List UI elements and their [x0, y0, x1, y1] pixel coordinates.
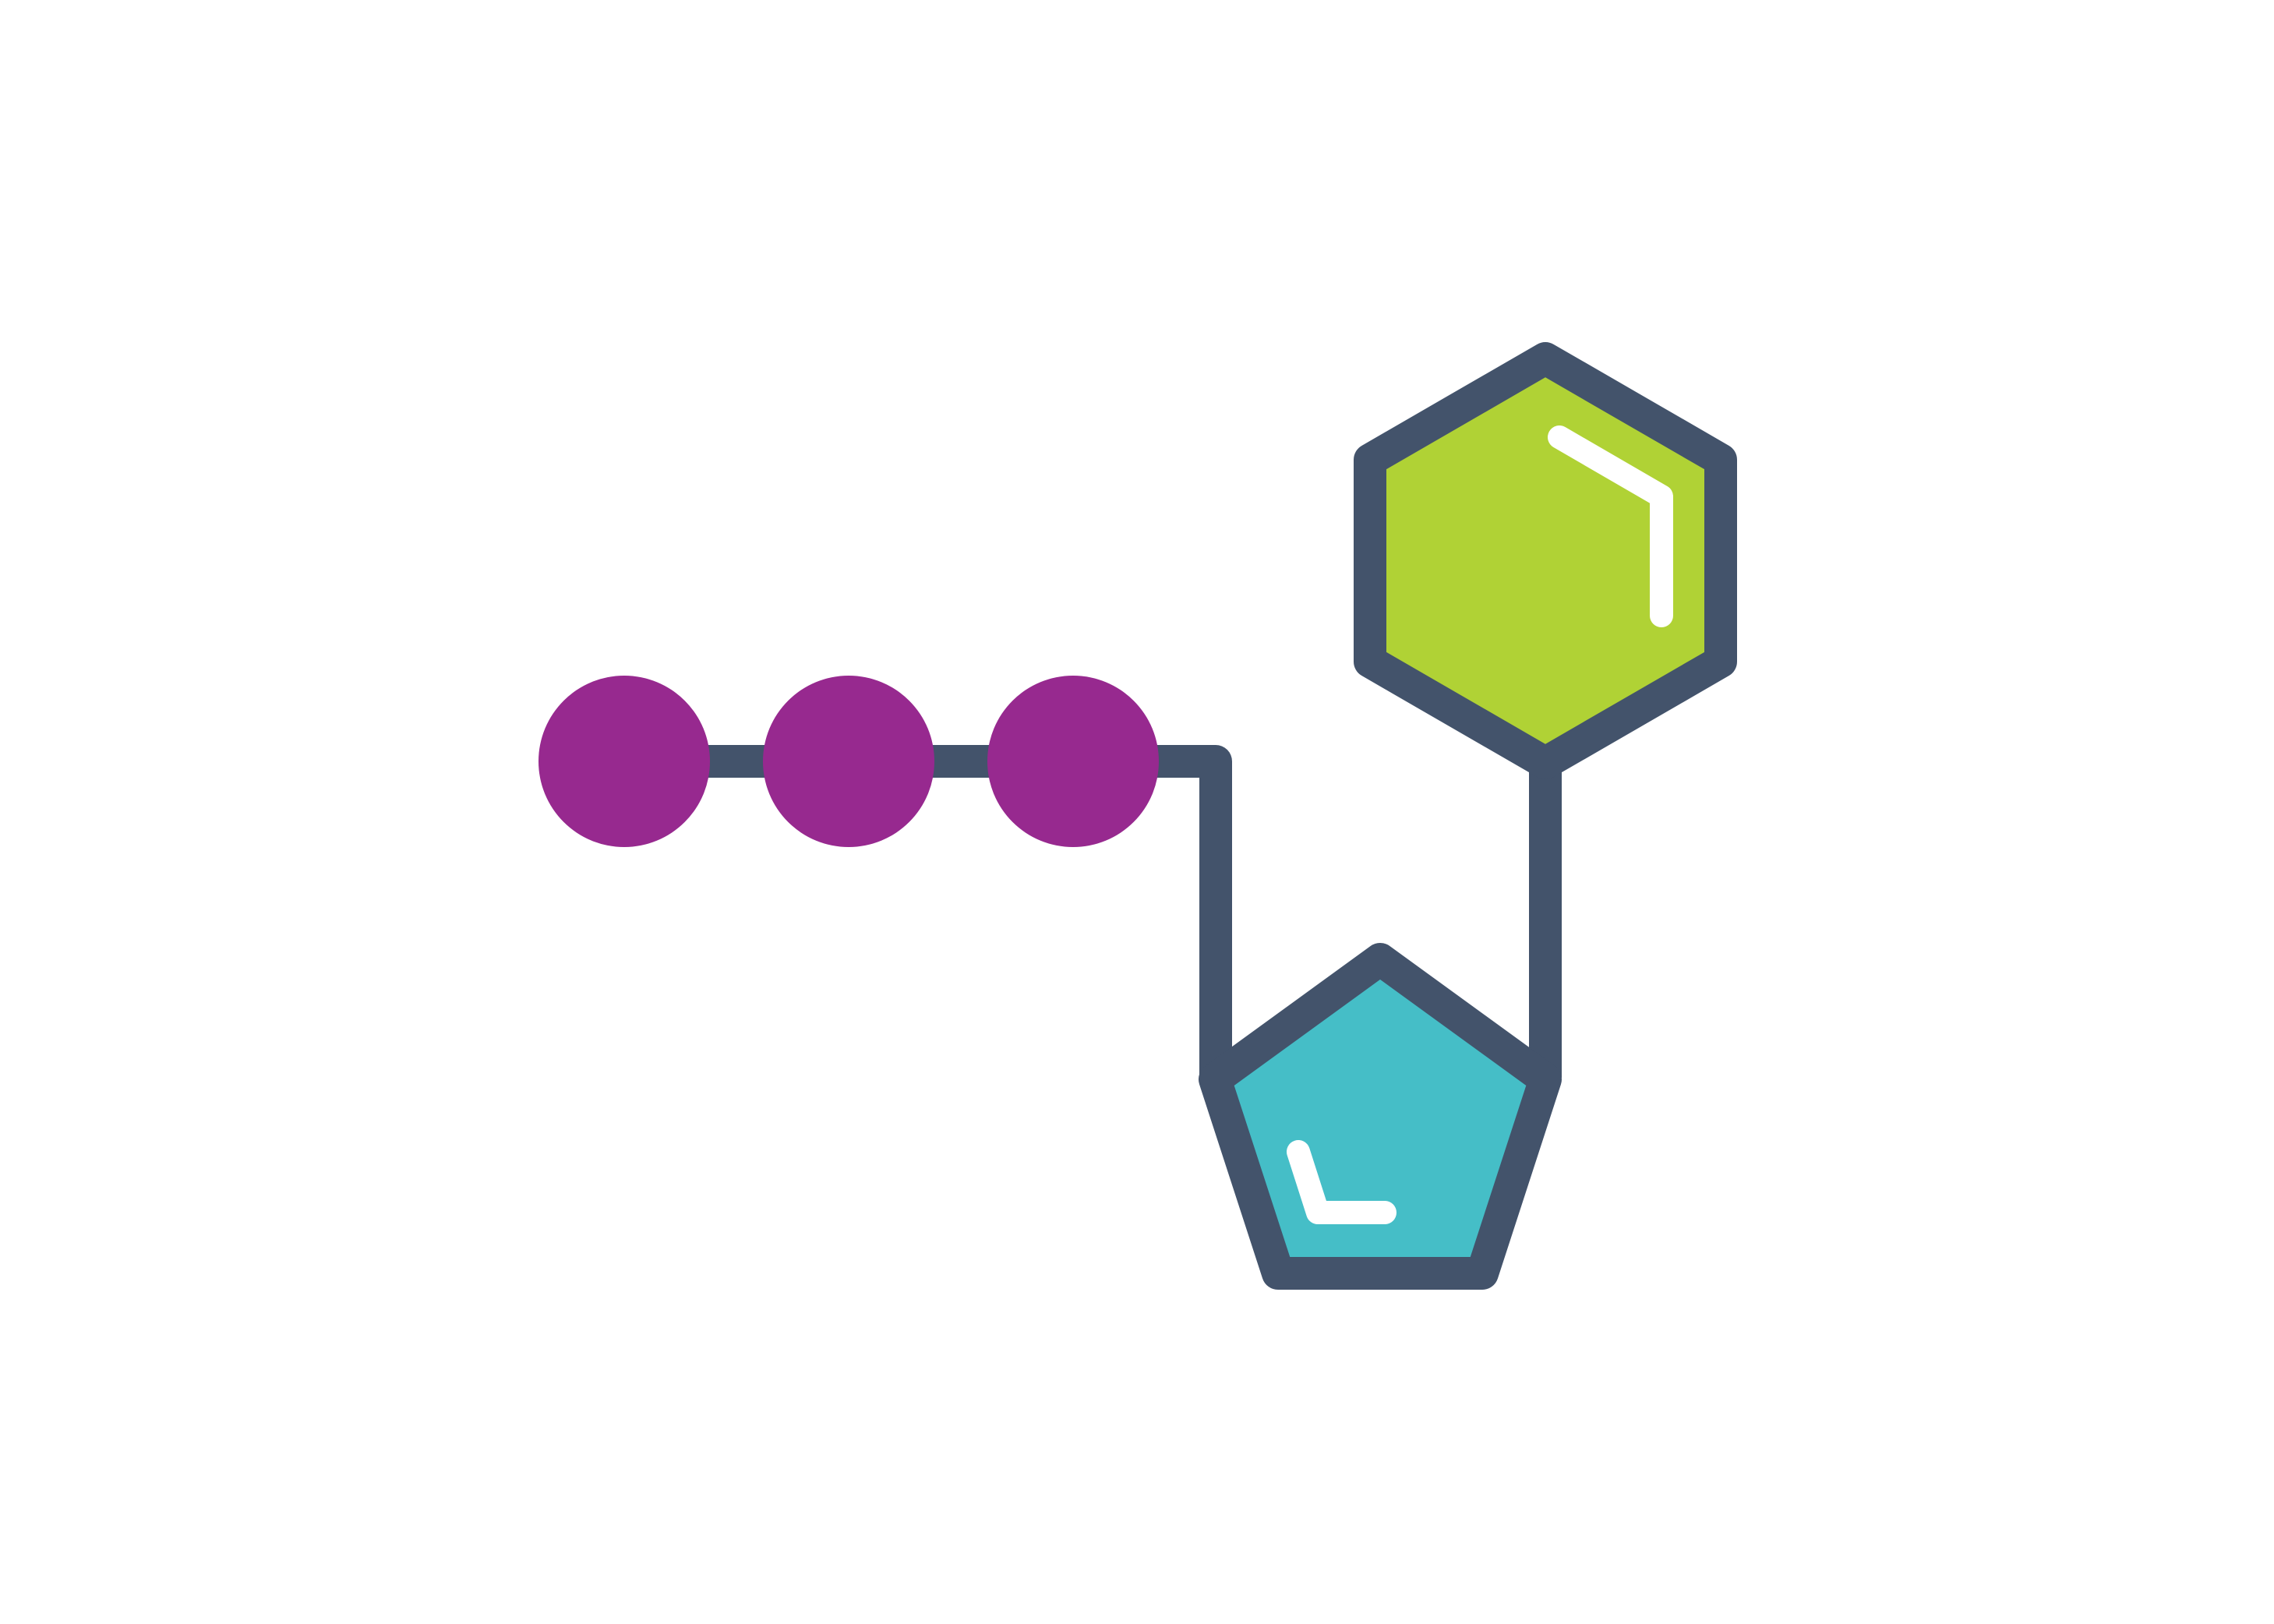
phosphate-circle-1 — [538, 676, 710, 847]
phosphate-circle-2 — [763, 676, 934, 847]
sugar-pentagon — [1199, 943, 1562, 1290]
phosphate-circle-3 — [987, 676, 1159, 847]
base-hexagon — [1354, 342, 1737, 779]
sugar-highlight — [1287, 1140, 1397, 1224]
chain-to-sugar-connector — [1153, 745, 1232, 1078]
base-highlight — [1548, 425, 1673, 627]
